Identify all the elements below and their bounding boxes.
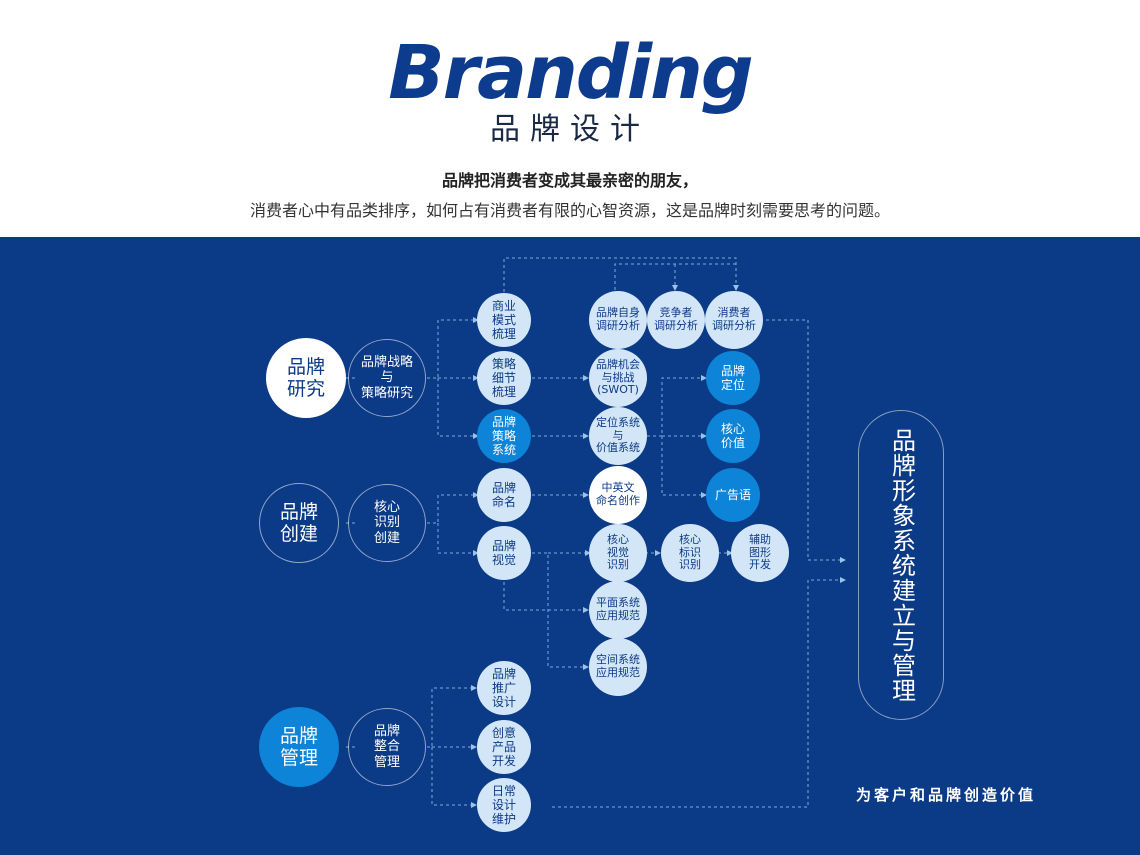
position-slogan: 广告语 xyxy=(706,468,760,522)
tagline-secondary: 消费者心中有品类排序，如何占有消费者有限的心智资源，这是品牌时刻需要思考的问题。 xyxy=(249,201,890,220)
strategy-research: 品牌战略与策略研究 xyxy=(348,339,426,417)
task-strategy-system-label: 品牌策略系统 xyxy=(491,414,516,458)
position-core-value-label: 核心价值 xyxy=(720,421,745,450)
phase-manage-label: 品牌管理 xyxy=(279,724,318,769)
visual-logo: 核心标识识别 xyxy=(661,524,719,582)
research-consumer: 消费者调研分析 xyxy=(705,291,763,349)
task-business-model: 商业模式梳理 xyxy=(477,293,531,347)
task-strategy-system: 品牌策略系统 xyxy=(477,409,531,463)
phase-manage: 品牌管理 xyxy=(259,707,339,787)
task-visual: 品牌视觉 xyxy=(477,526,531,580)
research-competitor-label: 竞争者调研分析 xyxy=(654,306,698,332)
brand-subtitle: 品牌设计 xyxy=(490,112,650,147)
task-naming-label: 品牌命名 xyxy=(491,480,516,509)
visual-space-spec: 空间系统应用规范 xyxy=(589,638,647,696)
phase-research-label: 品牌研究 xyxy=(286,355,325,400)
analysis-positioning-label: 定位系统与价值系统 xyxy=(596,415,640,455)
tagline-primary: 品牌把消费者变成其最亲密的朋友， xyxy=(441,171,698,190)
task-business-model-label: 商业模式梳理 xyxy=(491,298,516,342)
task-visual-label: 品牌视觉 xyxy=(491,538,516,567)
task-maintenance-label: 日常设计维护 xyxy=(491,783,516,827)
strategy-research-label: 品牌战略与策略研究 xyxy=(360,355,413,401)
position-slogan-label: 广告语 xyxy=(714,487,751,502)
visual-logo-label: 核心标识识别 xyxy=(679,532,701,572)
task-promotion-label: 品牌推广设计 xyxy=(491,666,516,710)
analysis-naming: 中英文命名创作 xyxy=(589,466,647,524)
visual-print-spec-label: 平面系统应用规范 xyxy=(596,596,640,622)
header: Branding 品牌设计 品牌把消费者变成其最亲密的朋友， 消费者心中有品类排… xyxy=(0,0,1140,237)
visual-core-label: 核心视觉识别 xyxy=(607,532,629,572)
visual-graphics-label: 辅助图形开发 xyxy=(749,532,771,572)
diagram-panel xyxy=(0,237,1140,855)
task-strategy-detail-label: 策略细节梳理 xyxy=(491,356,516,400)
task-naming: 品牌命名 xyxy=(477,468,531,522)
analysis-swot: 品牌机会与挑战(SWOT) xyxy=(589,349,647,407)
brand-title: Branding xyxy=(388,30,754,116)
task-product: 创意产品开发 xyxy=(477,720,531,774)
research-competitor: 竞争者调研分析 xyxy=(647,291,705,349)
visual-print-spec: 平面系统应用规范 xyxy=(589,581,647,639)
position-brand-label: 品牌定位 xyxy=(720,363,745,392)
phase-create: 品牌创建 xyxy=(259,483,339,563)
task-strategy-detail: 策略细节梳理 xyxy=(477,351,531,405)
research-consumer-label: 消费者调研分析 xyxy=(712,306,756,332)
phase-research: 品牌研究 xyxy=(266,338,346,418)
strategy-create-label: 核心识别创建 xyxy=(373,500,400,546)
visual-core: 核心视觉识别 xyxy=(589,524,647,582)
position-core-value: 核心价值 xyxy=(706,409,760,463)
position-brand: 品牌定位 xyxy=(706,351,760,405)
visual-space-spec-label: 空间系统应用规范 xyxy=(596,653,640,679)
analysis-positioning: 定位系统与价值系统 xyxy=(589,407,647,465)
strategy-create: 核心识别创建 xyxy=(348,484,426,562)
task-maintenance: 日常设计维护 xyxy=(477,778,531,832)
research-self: 品牌自身调研分析 xyxy=(589,291,647,349)
capstone-box: 品牌形象系统建立与管理 xyxy=(858,410,944,720)
strategy-manage-label: 品牌整合管理 xyxy=(373,724,400,770)
strategy-manage: 品牌整合管理 xyxy=(348,708,426,786)
slogan: 为客户和品牌创造价值 xyxy=(856,786,1037,804)
phase-create-label: 品牌创建 xyxy=(279,500,318,545)
task-product-label: 创意产品开发 xyxy=(491,725,516,769)
analysis-swot-label: 品牌机会与挑战(SWOT) xyxy=(596,357,640,397)
analysis-naming-label: 中英文命名创作 xyxy=(596,481,640,507)
task-promotion: 品牌推广设计 xyxy=(477,661,531,715)
research-self-label: 品牌自身调研分析 xyxy=(596,306,640,332)
visual-graphics: 辅助图形开发 xyxy=(731,524,789,582)
